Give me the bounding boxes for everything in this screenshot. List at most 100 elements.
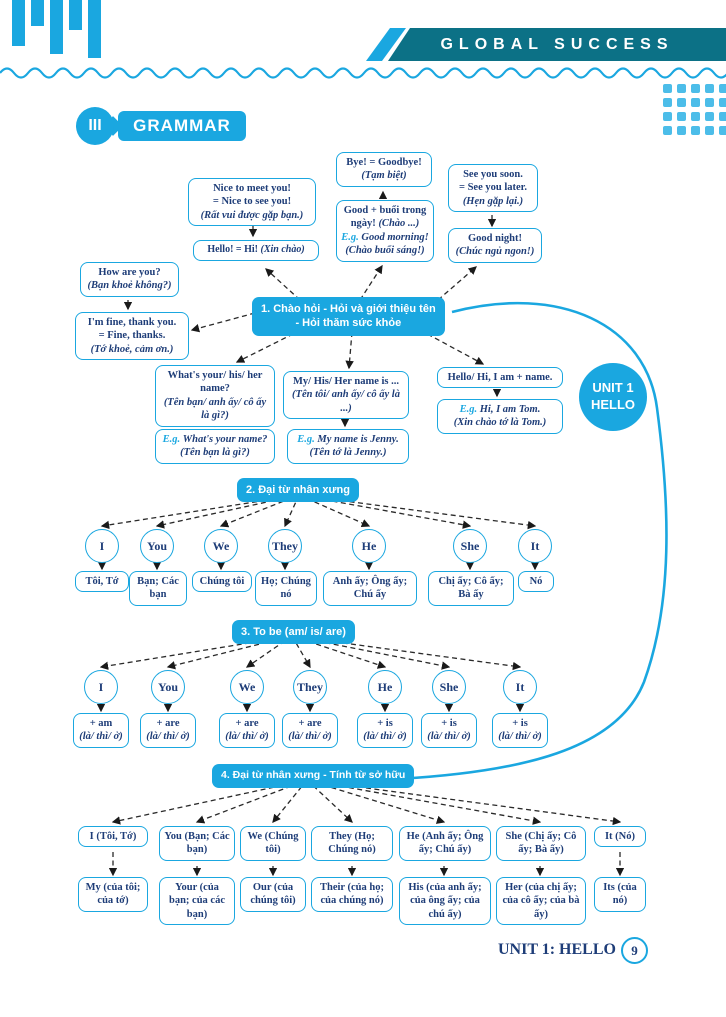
dot (705, 126, 714, 135)
verb-text: + are (298, 718, 322, 729)
pronoun-label: He (361, 538, 377, 553)
node-im-fine: I'm fine, thank you. = Fine, thanks. (Tớ… (75, 312, 189, 361)
possessive-my: My (của tôi; của tớ) (78, 877, 148, 912)
node-nice-en2: = Nice to see you! (212, 196, 292, 208)
node-bye: Bye! = Goodbye! (Tạm biệt) (336, 152, 432, 187)
subject-text: They (Họ; Chúng nó) (328, 831, 376, 856)
node-nice-to-meet: Nice to meet you! = Nice to see you! (Rấ… (188, 178, 316, 227)
node-im-fine-vi: (Tớ khoẻ, cảm ơn.) (90, 343, 174, 355)
node-my-name-en: My/ His/ Her name is ... (293, 376, 399, 387)
dot (705, 84, 714, 93)
meaning-text: Tôi, Tớ (85, 576, 119, 587)
node-bye-vi: (Tạm biệt) (361, 170, 407, 182)
section1-title: 1. Chào hỏi - Hỏi và giới thiệu tên - Hỏ… (252, 297, 445, 336)
dot (719, 98, 726, 107)
eg-label: E.g. (162, 434, 181, 445)
pronoun-circle-they: They (268, 529, 302, 563)
pronoun-circle-i: I (85, 529, 119, 563)
section3-title: 3. To be (am/ is/ are) (232, 620, 355, 645)
eg-label: E.g. (297, 434, 315, 445)
pronoun-label: He (377, 679, 393, 694)
decor-stripes (12, 0, 101, 58)
node-whats-name-vi: (Tên bạn/ anh ấy/ cô ấy là gì?) (163, 396, 267, 422)
node-how-are-you: How are you? (Bạn khoẻ không?) (80, 262, 179, 297)
meaning-text: Anh ấy; Ông ấy; Chú ấy (332, 576, 408, 601)
node-whats-name-eg-line: E.g. What's your name? (160, 433, 270, 446)
verb-they: + are (là/ thì/ ở) (282, 713, 338, 748)
pronoun-label: They (296, 679, 323, 694)
pronoun-circle-we: We (204, 529, 238, 563)
subject-text: He (Anh ấy; Ông ấy; Chú ấy) (406, 831, 484, 856)
unit-badge-line1: UNIT 1 (592, 380, 634, 396)
node-im-fine-en1: I'm fine, thank you. (87, 317, 177, 328)
pronoun-label: She (439, 679, 459, 694)
verb-text: + are (235, 718, 259, 729)
section1-title-line1: 1. Chào hỏi - Hỏi và giới thiệu tên (261, 303, 436, 315)
node-whats-name-eg: E.g. What's your name? (Tên bạn là gì?) (155, 429, 275, 464)
verb-we: + are(là/ thì/ ở) (219, 713, 275, 748)
verb-you: + are(là/ thì/ ở) (140, 713, 196, 748)
verb-she: + is(là/ thì/ ở) (421, 713, 477, 748)
pronoun-circle-it: It (518, 529, 552, 563)
tobe-circle-he: He (368, 670, 402, 704)
unit-badge: UNIT 1 HELLO (579, 363, 647, 431)
verb-meaning: (là/ thì/ ở) (146, 731, 190, 743)
node-see-you: See you soon. = See you later. (Hẹn gặp … (448, 164, 538, 213)
meaning-text: Họ; Chúng nó (261, 576, 311, 601)
dot (719, 84, 726, 93)
section1-title-line2: - Hỏi thăm sức khỏe (295, 317, 402, 330)
subject-text: It (Nó) (604, 831, 636, 842)
node-my-name-eg: E.g. My name is Jenny. (Tên tớ là Jenny.… (287, 429, 409, 464)
node-hello-i-am-eg-vi: (Xin chào tớ là Tom.) (453, 417, 547, 429)
dot (719, 112, 726, 121)
dot (677, 98, 686, 107)
node-good-night-vi: (Chúc ngủ ngon!) (455, 246, 535, 258)
dot (677, 126, 686, 135)
meaning-i: Tôi, Tớ (75, 571, 129, 593)
possessive-text: Their (của họ; của chúng nó) (320, 882, 384, 907)
tobe-circle-she: She (432, 670, 466, 704)
meaning-they: Họ; Chúng nó (255, 571, 317, 606)
node-nice-en1: Nice to meet you! (213, 183, 291, 194)
node-hello-i-am-eg: E.g. Hi, I am Tom. (Xin chào tớ là Tom.) (437, 399, 563, 434)
node-see-you-en2: = See you later. (458, 182, 527, 194)
tobe-circle-they: They (293, 670, 327, 704)
verb-it: + is(là/ thì/ ở) (492, 713, 548, 748)
meaning-she: Chị ấy; Cô ấy; Bà ấy (428, 571, 514, 606)
subject-she: She (Chị ấy; Cô ấy; Bà ấy) (496, 826, 586, 861)
dot (691, 98, 700, 107)
pronoun-circle-you: You (140, 529, 174, 563)
subject-it: It (Nó) (594, 826, 646, 848)
node-hello-en: Hello! = Hi! (207, 244, 259, 255)
dot (677, 112, 686, 121)
node-my-name-eg-line: E.g. My name is Jenny. (292, 433, 404, 446)
node-whats-name-en: What's your/ his/ her name? (167, 370, 263, 395)
subject-text: You (Bạn; Các bạn) (164, 831, 230, 856)
pronoun-label: They (271, 538, 298, 553)
meaning-text: Bạn; Các bạn (137, 576, 179, 601)
stripe (88, 0, 101, 58)
wave-divider (0, 67, 726, 79)
meaning-it: Nó (518, 571, 554, 593)
possessive-their: Their (của họ; của chúng nó) (311, 877, 393, 912)
node-whats-name-eg-vi: (Tên bạn là gì?) (180, 447, 250, 459)
meaning-we: Chúng tôi (192, 571, 252, 593)
footer-unit-label: UNIT 1: HELLO (498, 941, 616, 958)
dot (705, 98, 714, 107)
pronoun-label: I (98, 679, 104, 694)
node-good-time-eg-en: Good morning! (361, 231, 429, 243)
subject-they: They (Họ; Chúng nó) (311, 826, 393, 861)
eg-label: E.g. (459, 404, 478, 415)
possessive-his: His (của anh ấy; của ông ấy; của chú ấy) (399, 877, 491, 926)
tobe-circle-you: You (151, 670, 185, 704)
possessive-text: Your (của bạn; của các bạn) (169, 882, 225, 920)
brand-banner: GLOBAL SUCCESS (388, 28, 726, 61)
meaning-you: Bạn; Các bạn (129, 571, 187, 606)
pronoun-label: She (460, 538, 480, 553)
node-my-name-vi: (Tên tôi/ anh ấy/ cô ấy là ...) (292, 389, 400, 414)
pronoun-label: We (238, 679, 256, 694)
pronoun-label: It (515, 679, 525, 694)
verb-meaning: (là/ thì/ ở) (288, 731, 332, 743)
subject-text: We (Chúng tôi) (247, 831, 299, 856)
node-nice-vi: (Rất vui được gặp bạn.) (200, 209, 304, 221)
